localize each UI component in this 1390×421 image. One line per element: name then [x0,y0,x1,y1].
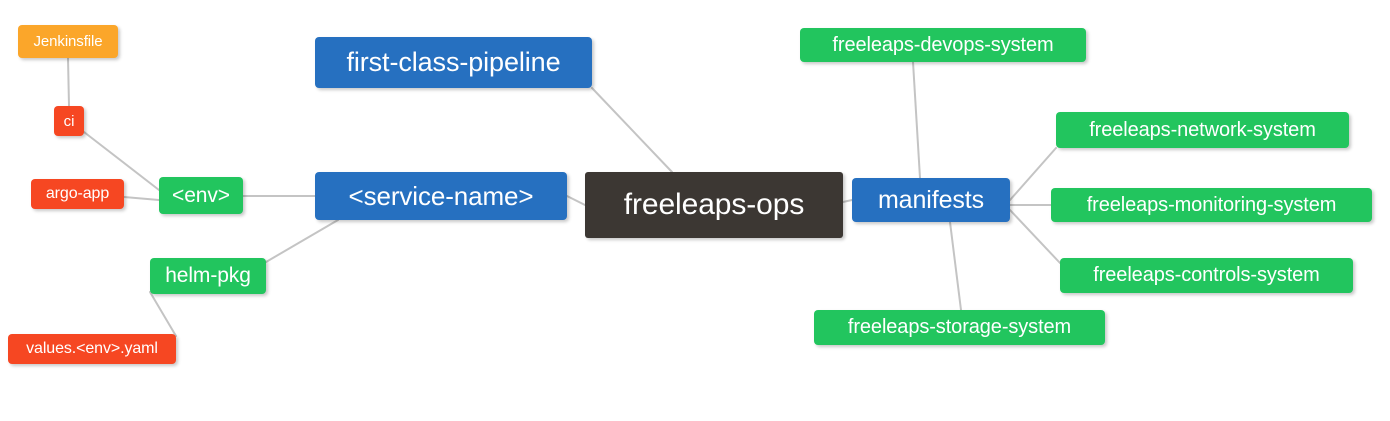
edge-manifests-to-freeleaps-devops-system [912,61,921,179]
node-label: freeleaps-monitoring-system [1086,193,1337,216]
node-label: freeleaps-network-system [1089,118,1316,141]
node-first-class-pipeline[interactable]: first-class-pipeline [315,37,592,88]
edge-freeleaps-ops-to-service-name [566,195,586,206]
edge-freeleaps-ops-to-manifests [842,199,853,203]
edge-manifests-to-freeleaps-storage-system [949,221,962,311]
node-label: freeleaps-ops [623,188,805,221]
edge-env-to-argo-app [123,196,160,201]
node-env[interactable]: <env> [159,177,243,214]
node-label: manifests [877,185,985,214]
node-argo-app[interactable]: argo-app [31,179,124,209]
node-freeleaps-controls-system[interactable]: freeleaps-controls-system [1060,258,1353,293]
node-ci[interactable]: ci [54,106,84,136]
node-label: Jenkinsfile [33,33,103,50]
node-label: <env> [172,183,230,207]
node-jenkinsfile[interactable]: Jenkinsfile [18,25,118,58]
edge-helm-pkg-to-values-env-yaml [149,291,177,337]
node-freeleaps-storage-system[interactable]: freeleaps-storage-system [814,310,1105,345]
node-label: helm-pkg [165,264,251,287]
node-label: freeleaps-devops-system [832,33,1054,56]
edge-freeleaps-ops-to-first-class-pipeline [591,87,673,173]
node-label: argo-app [45,185,110,202]
node-freeleaps-ops[interactable]: freeleaps-ops [585,172,843,238]
node-freeleaps-monitoring-system[interactable]: freeleaps-monitoring-system [1051,188,1372,222]
node-label: freeleaps-controls-system [1093,264,1320,286]
node-service-name[interactable]: <service-name> [315,172,567,220]
node-values-env-yaml[interactable]: values.<env>.yaml [8,334,176,364]
node-label: freeleaps-storage-system [847,316,1072,338]
node-manifests[interactable]: manifests [852,178,1010,222]
node-label: <service-name> [348,180,534,211]
node-helm-pkg[interactable]: helm-pkg [150,258,266,294]
node-freeleaps-network-system[interactable]: freeleaps-network-system [1056,112,1349,148]
edge-service-name-to-helm-pkg [265,219,339,263]
edge-ci-to-jenkinsfile [67,57,70,107]
node-label: ci [63,112,75,130]
node-label: values.<env>.yaml [26,340,158,357]
node-label: first-class-pipeline [346,47,561,77]
edge-manifests-to-freeleaps-network-system [1009,147,1057,201]
node-freeleaps-devops-system[interactable]: freeleaps-devops-system [800,28,1086,62]
